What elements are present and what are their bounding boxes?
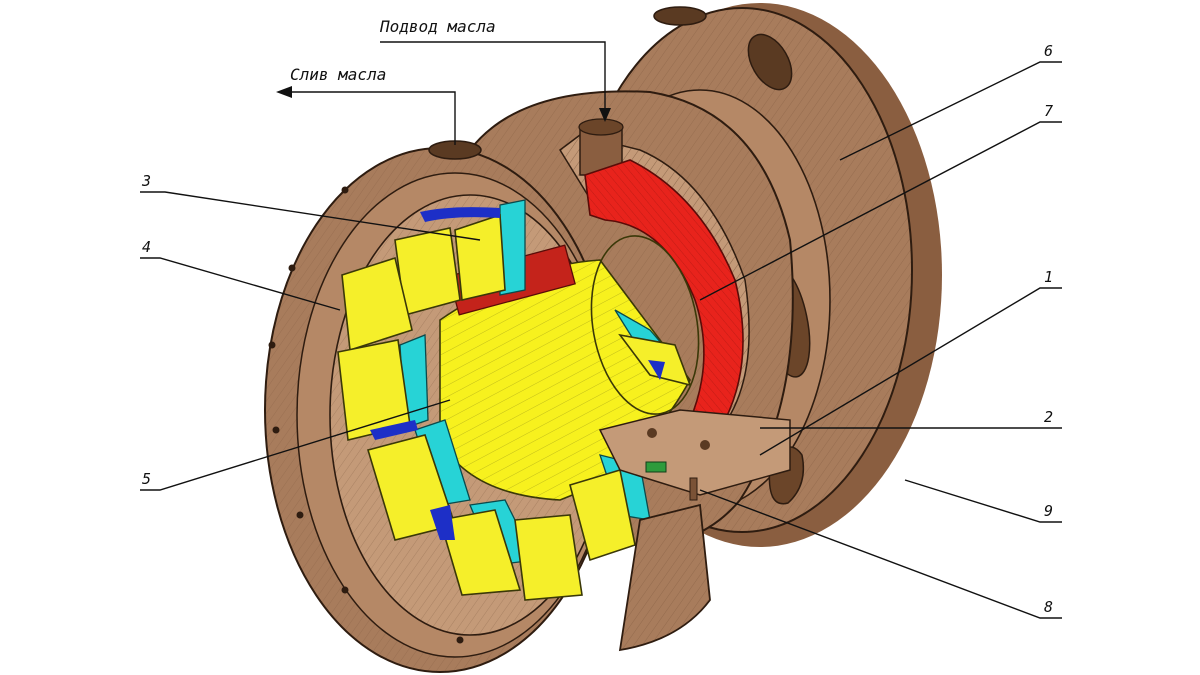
- callout-number-9: 9: [1044, 502, 1053, 520]
- callout-number-4: 4: [142, 238, 151, 256]
- oil-drain-arrow: [282, 91, 456, 145]
- callout-number-7: 7: [1044, 102, 1053, 120]
- mount-hole: [296, 511, 304, 519]
- callout-number-1: 1: [1044, 268, 1053, 286]
- oil-ring-hatch: [585, 160, 743, 420]
- callout-leaders: [140, 61, 1062, 619]
- callout-number-6: 6: [1044, 42, 1053, 60]
- support-block-hole: [700, 440, 710, 450]
- support-block-hole: [647, 428, 657, 438]
- locating-pin: [645, 461, 667, 473]
- pad: [618, 333, 692, 387]
- seal: [420, 207, 500, 222]
- seal: [430, 505, 455, 540]
- callout-number-5: 5: [142, 470, 151, 488]
- support-block: [598, 409, 791, 501]
- callout-number-8: 8: [1044, 598, 1053, 616]
- leader-7: [699, 121, 1062, 301]
- pad: [438, 509, 522, 596]
- oil-inlet-label: Подвод масла: [379, 17, 496, 36]
- oil-drain-label: Слив масла: [290, 65, 386, 84]
- mount-hole: [272, 426, 280, 434]
- flange-slot-top: [653, 6, 707, 26]
- seal: [370, 420, 418, 440]
- leader-3: [140, 191, 481, 241]
- seal: [648, 360, 665, 380]
- leader-9: [904, 479, 1062, 523]
- seals: [370, 207, 665, 540]
- journal-end: [590, 235, 700, 415]
- oil-inlet-mouth: [578, 118, 624, 136]
- flange-slot-upper: [747, 33, 793, 91]
- oil-inlet-arrowhead: [599, 108, 611, 122]
- leader-1: [759, 287, 1062, 456]
- pad: [341, 256, 413, 352]
- pad: [454, 213, 506, 301]
- oil-drain-arrowhead: [276, 86, 292, 98]
- pad: [514, 514, 583, 601]
- mount-hole: [341, 586, 349, 594]
- callout-number-3: 3: [141, 172, 151, 190]
- oil-inlet-arrow: [380, 41, 606, 118]
- mount-hole: [341, 186, 349, 194]
- front-cut-slab-hatch: [620, 505, 710, 650]
- leader-8: [699, 489, 1062, 619]
- leader-5: [140, 399, 451, 491]
- dowel: [689, 477, 698, 501]
- mount-hole: [268, 341, 276, 349]
- pad: [569, 468, 636, 562]
- leader-6: [839, 61, 1062, 161]
- mount-hole: [456, 636, 464, 644]
- callout-number-2: 2: [1044, 408, 1053, 426]
- oil-flow-arrows: [276, 41, 611, 145]
- mount-hole: [288, 264, 296, 272]
- leader-4: [140, 257, 341, 311]
